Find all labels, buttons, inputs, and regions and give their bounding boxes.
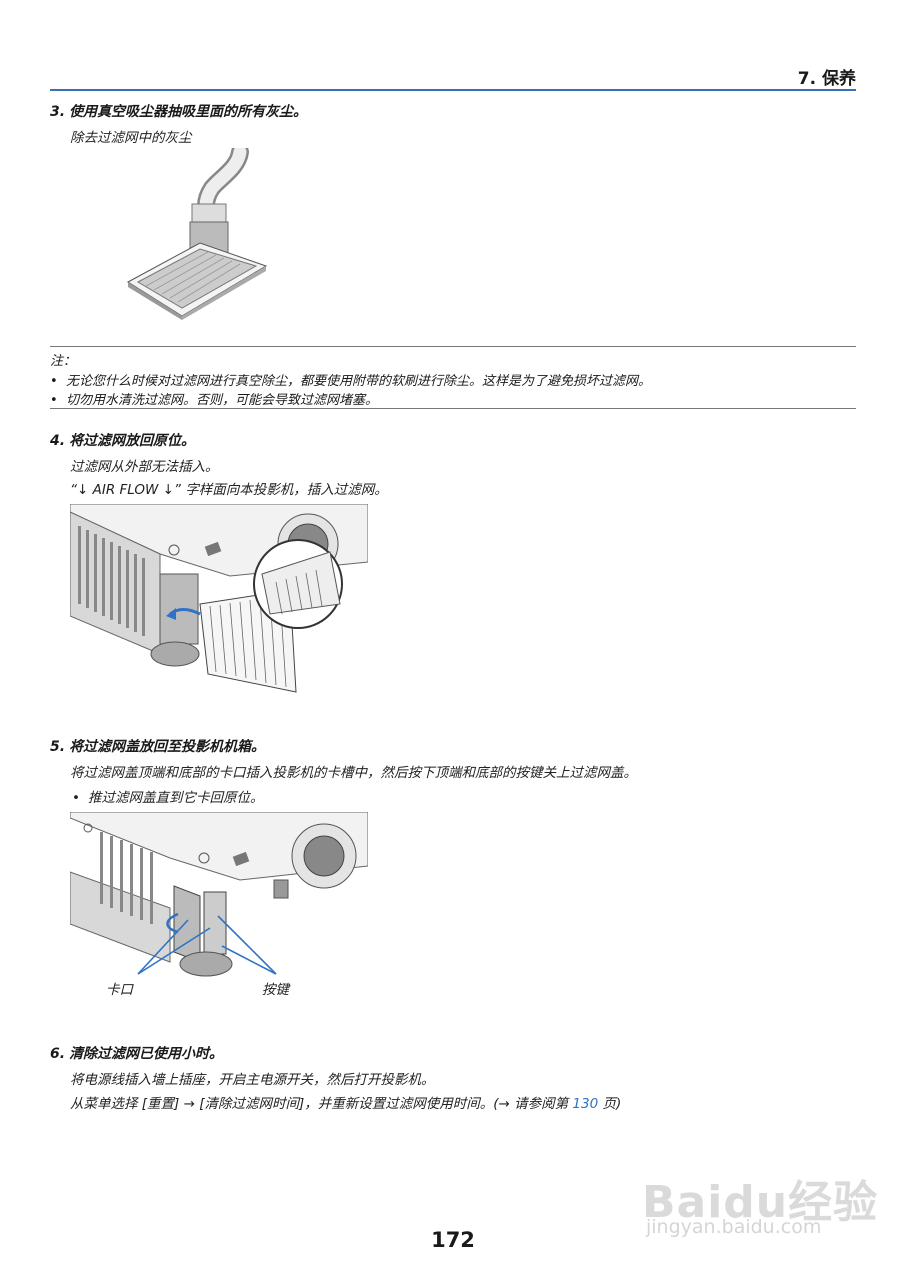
- step-4-line-1: 过滤网从外部无法插入。: [70, 459, 219, 475]
- step-5-bullet-1-text: 推过滤网盖直到它卡回原位。: [88, 790, 264, 806]
- step-6-title: 6.清除过滤网已使用小时。: [50, 1043, 223, 1063]
- note-label: 注：: [50, 354, 77, 369]
- filter-cover-illustration: [70, 812, 368, 977]
- step-6-line-1: 将电源线插入墙上插座，开启主电源开关，然后打开投影机。: [70, 1072, 435, 1088]
- step-4-title: 4.将过滤网放回原位。: [50, 430, 195, 450]
- page-number: 172: [431, 1228, 475, 1252]
- callout-button-label: 按键: [262, 982, 289, 998]
- bullet-icon: •: [50, 374, 58, 389]
- step-6-number: 6.: [50, 1046, 66, 1062]
- step-4-line-2: “↓ AIR FLOW ↓” 字样面向本投影机，插入过滤网。: [70, 482, 388, 498]
- page-reference-link[interactable]: 130: [572, 1096, 599, 1112]
- step-6-line-2-prefix: 从菜单选择 [重置] → [清除过滤网时间]，并重新设置过滤网使用时间。(→ 请…: [70, 1096, 573, 1112]
- vacuum-filter-illustration: [127, 148, 268, 320]
- step-4-title-text: 将过滤网放回原位。: [69, 433, 196, 449]
- bullet-icon: •: [50, 393, 58, 408]
- step-4-number: 4.: [50, 433, 66, 449]
- note-bottom-rule: [50, 408, 856, 409]
- step-5-line-1: 将过滤网盖顶端和底部的卡口插入投影机的卡槽中，然后按下顶端和底部的按键关上过滤网…: [70, 765, 637, 781]
- step-6-title-text: 清除过滤网已使用小时。: [69, 1046, 224, 1062]
- note-item-1-text: 无论您什么时候对过滤网进行真空除尘，都要使用附带的软刷进行除尘。这样是为了避免损…: [66, 374, 652, 389]
- header-rule: [50, 89, 856, 91]
- filter-insertion-illustration: [70, 504, 368, 693]
- step-3-line-1: 除去过滤网中的灰尘: [70, 130, 192, 146]
- note-top-rule: [50, 346, 856, 347]
- step-6-line-2: 从菜单选择 [重置] → [清除过滤网时间]，并重新设置过滤网使用时间。(→ 请…: [70, 1092, 621, 1112]
- step-5-title-text: 将过滤网盖放回至投影机机箱。: [69, 739, 266, 755]
- note-item-1: • 无论您什么时候对过滤网进行真空除尘，都要使用附带的软刷进行除尘。这样是为了避免…: [50, 370, 651, 389]
- step-5-title: 5.将过滤网盖放回至投影机机箱。: [50, 736, 265, 756]
- note-item-2-text: 切勿用水清洗过滤网。否则，可能会导致过滤网堵塞。: [66, 393, 379, 408]
- step-3-number: 3.: [50, 104, 66, 120]
- watermark-url: jingyan.baidu.com: [646, 1216, 822, 1238]
- watermark-logo: Baidu经验: [642, 1177, 879, 1228]
- step-6-line-2-suffix: 页): [598, 1096, 622, 1112]
- callout-tab-label: 卡口: [106, 982, 133, 998]
- chapter-title: 7. 保养: [797, 69, 856, 89]
- step-5-bullet-1: • 推过滤网盖直到它卡回原位。: [72, 786, 264, 806]
- step-3-title: 3.使用真空吸尘器抽吸里面的所有灰尘。: [50, 101, 307, 121]
- step-3-title-text: 使用真空吸尘器抽吸里面的所有灰尘。: [69, 104, 308, 120]
- step-5-number: 5.: [50, 739, 66, 755]
- bullet-icon: •: [72, 790, 80, 806]
- note-item-2: • 切勿用水清洗过滤网。否则，可能会导致过滤网堵塞。: [50, 389, 378, 408]
